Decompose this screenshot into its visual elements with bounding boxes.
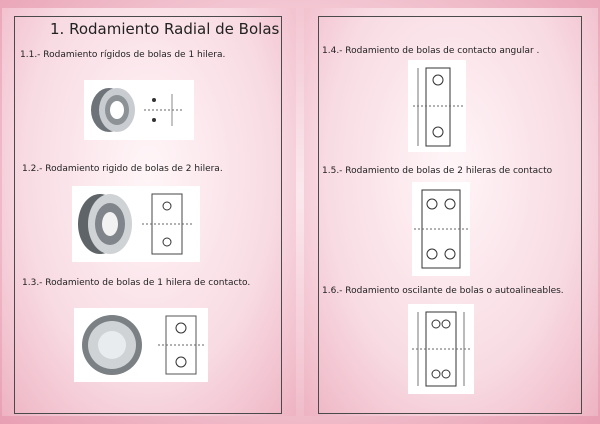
figure-1-2 <box>72 186 200 262</box>
page-title: 1. Rodamiento Radial de Bolas <box>50 20 280 38</box>
section-caption-1-3: 1.3.- Rodamiento de bolas de 1 hilera de… <box>22 278 251 288</box>
ball-bearing-icon <box>82 315 204 375</box>
right-page: 1.4.- Rodamiento de bolas de contacto an… <box>304 8 598 416</box>
section-caption-1-5: 1.5.- Rodamiento de bolas de 2 hileras d… <box>322 166 553 176</box>
bearing-cross-section-icon <box>413 67 463 147</box>
ball-bearing-icon <box>91 88 184 132</box>
figure-1-4 <box>408 60 466 152</box>
figure-1-3 <box>74 308 208 382</box>
section-caption-1-2: 1.2.- Rodamiento rigido de bolas de 2 hi… <box>22 164 223 174</box>
ball-bearing-icon <box>78 193 192 255</box>
bearing-cross-section-icon <box>414 189 468 269</box>
figure-1-6 <box>408 304 474 394</box>
figure-1-5 <box>412 182 470 276</box>
section-caption-1-1: 1.1.- Rodamiento rígidos de bolas de 1 h… <box>20 50 226 60</box>
section-caption-1-4: 1.4.- Rodamiento de bolas de contacto an… <box>322 46 540 56</box>
figure-1-1 <box>84 80 194 140</box>
left-page-frame <box>14 16 282 414</box>
left-page: 1. Rodamiento Radial de Bolas 1.1.- Roda… <box>2 8 296 416</box>
bearing-cross-section-icon <box>412 311 470 387</box>
section-caption-1-6: 1.6.- Rodamiento oscilante de bolas o au… <box>322 286 564 296</box>
right-page-frame <box>318 16 582 414</box>
